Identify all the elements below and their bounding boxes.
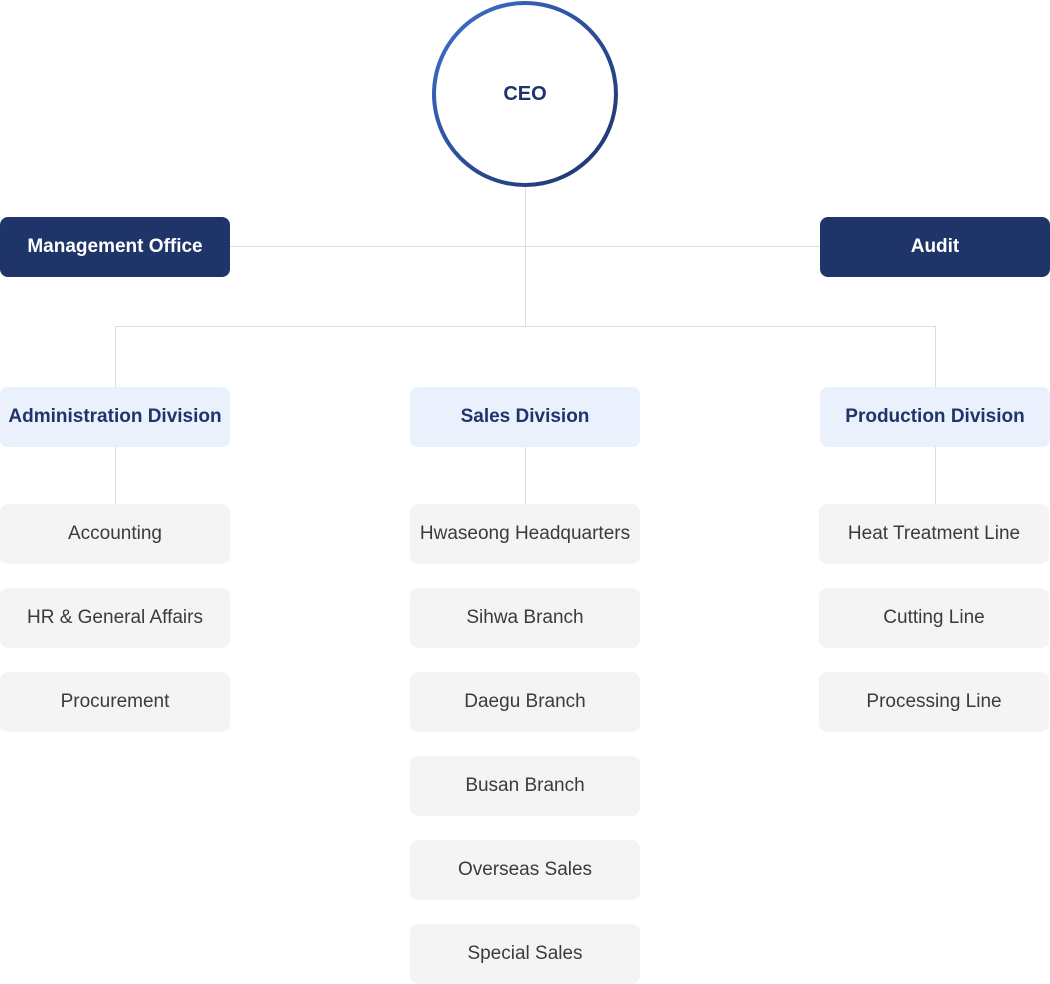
sales-unit-hwaseong-headquarters: Hwaseong Headquarters [410, 504, 640, 564]
connector-admin-drop [115, 326, 116, 388]
ceo-label: CEO [436, 5, 614, 183]
sales-division-node: Sales Division [410, 387, 640, 447]
admin-unit-accounting: Accounting [0, 504, 230, 564]
sales-unit-busan-branch: Busan Branch [410, 756, 640, 816]
sales-unit-daegu-branch: Daegu Branch [410, 672, 640, 732]
production-unit-processing-line: Processing Line [819, 672, 1049, 732]
connector-division-horizontal [115, 326, 936, 327]
connector-admin-units [115, 446, 116, 505]
production-unit-heat-treatment-line: Heat Treatment Line [819, 504, 1049, 564]
sales-unit-sihwa-branch: Sihwa Branch [410, 588, 640, 648]
administration-division-node: Administration Division [0, 387, 230, 447]
sales-unit-special-sales: Special Sales [410, 924, 640, 984]
audit-node: Audit [820, 217, 1050, 277]
sales-unit-overseas-sales: Overseas Sales [410, 840, 640, 900]
ceo-node: CEO [432, 1, 618, 187]
production-division-node: Production Division [820, 387, 1050, 447]
admin-unit-hr-general-affairs: HR & General Affairs [0, 588, 230, 648]
management-office-node: Management Office [0, 217, 230, 277]
production-unit-cutting-line: Cutting Line [819, 588, 1049, 648]
connector-staff-horizontal [229, 246, 821, 247]
admin-unit-procurement: Procurement [0, 672, 230, 732]
connector-ceo-trunk [525, 186, 526, 327]
connector-production-units [935, 446, 936, 505]
connector-production-drop [935, 326, 936, 388]
connector-sales-units [525, 446, 526, 505]
